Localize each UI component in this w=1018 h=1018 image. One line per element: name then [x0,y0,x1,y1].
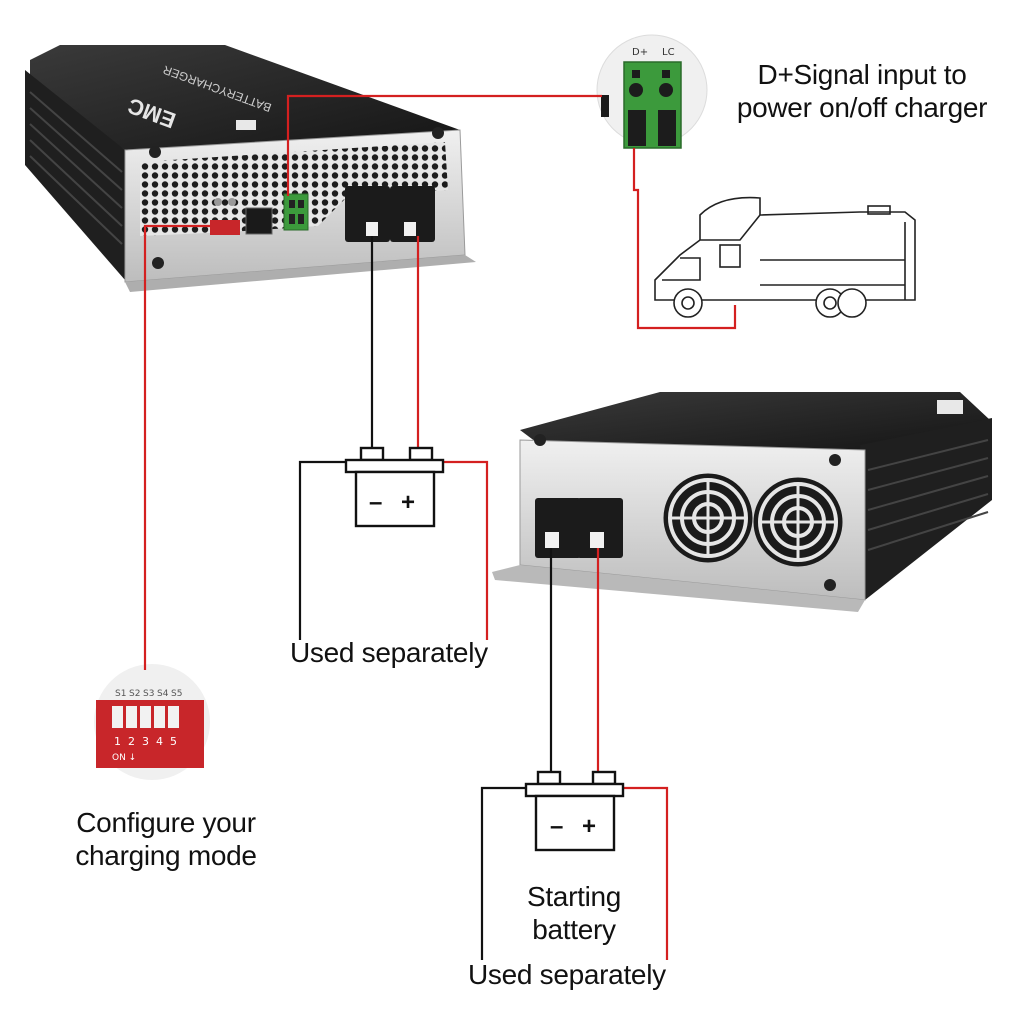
battery-top [344,446,445,528]
dip-header-1: S1 [115,689,126,699]
battery-top-minus: – [369,489,382,516]
d-signal-label-line2: power on/off charger [736,92,988,123]
dip-header-2: S2 [129,689,140,699]
dip-number-2: 2 [128,735,135,748]
dip-on-label: ON ↓ [112,753,136,763]
d-signal-label-line1: D+Signal input to [757,59,967,90]
configure-label: Configure your charging mode [50,806,282,872]
used-separately-bottom-label: Used separately [468,959,666,990]
wires [143,94,737,960]
battery-top-plus: + [401,489,415,516]
used-separately-top-label: Used separately [290,637,488,668]
dip-number-3: 3 [142,735,149,748]
battery-bottom-minus: – [550,813,563,840]
camper-van [654,196,916,318]
pin-label-dplus: D+ [632,47,648,58]
dip-header-4: S4 [157,689,169,699]
charger-device-bottom [492,392,992,612]
starting-battery-line1: Starting [526,881,622,912]
battery-bottom-plus: + [582,813,596,840]
battery-bottom [524,770,625,852]
charger-device-top: BATTERYCHARGER EMC [25,45,476,292]
pin-label-lc: LC [662,47,675,58]
dip-number-1: 1 [114,735,121,748]
dip-number-4: 4 [156,735,163,748]
starting-battery-line2: battery [532,914,616,945]
dip-switch-zoom: S1 S2 S3 S4 S5 1 2 3 4 5 ON ↓ [94,664,210,780]
terminal-zoom: D+ LC [596,34,708,149]
dip-header-3: S3 [143,689,154,699]
d-signal-label: D+Signal input to power on/off charger [712,58,1012,124]
configure-label-line2: charging mode [75,840,257,871]
configure-label-line1: Configure your [76,807,256,838]
dip-number-5: 5 [170,735,177,748]
dip-header-5: S5 [171,689,182,699]
starting-battery-label: Starting battery [494,880,654,946]
